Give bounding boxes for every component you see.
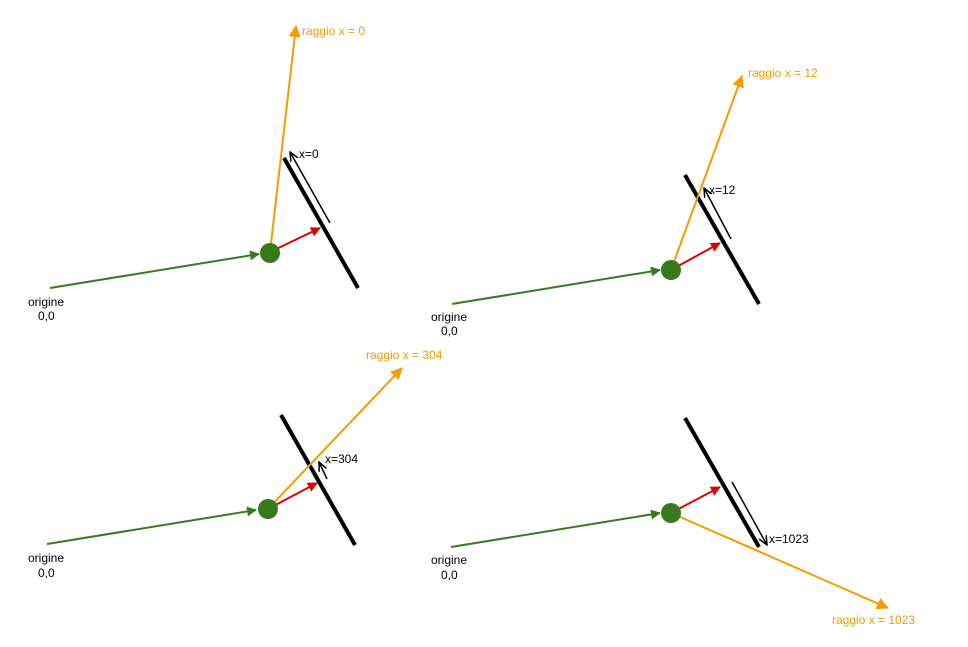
ray-label: raggio x = 12 <box>748 66 818 80</box>
ray-label: raggio x = 1023 <box>832 613 915 627</box>
panel-1: origine 0,0 x=0 raggio x = 0 <box>28 24 365 323</box>
origin-coords: 0,0 <box>38 566 55 580</box>
origin-label: origine <box>431 310 467 324</box>
screen-x-label: x=1023 <box>769 532 809 546</box>
camera-position-vector <box>450 509 661 548</box>
ray <box>670 512 889 610</box>
camera-point <box>661 503 681 523</box>
screen-plane <box>279 414 357 546</box>
camera-point <box>258 499 278 519</box>
ray-label: raggio x = 304 <box>366 348 443 362</box>
origin-coords: 0,0 <box>38 309 55 323</box>
origin-coords: 0,0 <box>441 324 458 338</box>
origin-label: origine <box>431 553 467 567</box>
camera-position-vector <box>49 250 260 289</box>
origin-label: origine <box>28 295 64 309</box>
origin-coords: 0,0 <box>441 568 458 582</box>
panel-4: origine 0,0 x=1023 raggio x = 1023 <box>431 417 915 627</box>
ray <box>267 367 403 510</box>
ray <box>269 25 301 253</box>
ray-label: raggio x = 0 <box>302 24 365 38</box>
camera-point <box>661 260 681 280</box>
screen-plane <box>683 417 761 548</box>
panel-3: origine 0,0 x=304 raggio x = 304 <box>28 348 443 580</box>
screen-x-axis <box>704 188 732 240</box>
camera-position-vector <box>46 506 257 545</box>
screen-x-axis <box>290 152 331 224</box>
screen-x-axis <box>731 481 767 545</box>
origin-label: origine <box>28 551 64 565</box>
screen-x-label: x=0 <box>299 147 319 161</box>
panel-2: origine 0,0 x=12 raggio x = 12 <box>431 66 818 338</box>
screen-plane <box>282 157 360 289</box>
screen-x-label: x=12 <box>709 183 736 197</box>
camera-point <box>260 243 280 263</box>
camera-position-vector <box>451 266 661 305</box>
ray <box>670 75 744 271</box>
screen-x-axis <box>319 462 328 480</box>
screen-x-label: x=304 <box>325 452 358 466</box>
